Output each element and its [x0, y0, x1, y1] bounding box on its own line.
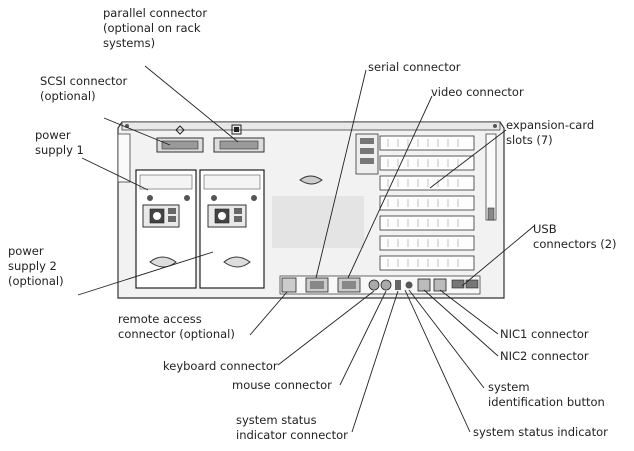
leader-power-supply-2: [77, 251, 214, 296]
io-panel: [279, 275, 481, 295]
expansion-card-slots-label: expansion-card slots (7): [506, 118, 595, 147]
system-identification-button-label: system identification button: [488, 380, 605, 409]
leader-system-status-indicator: [404, 289, 471, 433]
leader-parallel: [144, 65, 239, 143]
leader-remote-access: [249, 291, 288, 336]
leader-expansion-slots: [429, 129, 507, 189]
expansion-slot-cover: [379, 215, 475, 231]
leader-power-supply-1: [81, 157, 149, 191]
chassis-latch-shape: [299, 175, 323, 185]
system-status-indicator-connector-label: system status indicator connector: [236, 413, 348, 442]
expansion-slot-cover: [379, 135, 475, 151]
leader-system-id-button: [408, 289, 485, 389]
power-supply-1-label: power supply 1: [35, 128, 84, 157]
leader-nic1: [439, 289, 499, 335]
leader-keyboard: [277, 290, 375, 366]
remote-access-connector-label: remote access connector (optional): [118, 312, 235, 341]
video-connector-label: video connector: [431, 85, 524, 99]
leader-usb: [461, 225, 535, 287]
keyboard-connector-label: keyboard connector: [163, 359, 278, 373]
leader-video: [347, 95, 433, 279]
nic1-connector-label: NIC1 connector: [500, 327, 589, 341]
parallel-connector-shape: [213, 124, 265, 153]
leader-scsi: [103, 117, 171, 146]
power-supply-1-shape: [135, 169, 197, 289]
expansion-slot-cover: [379, 175, 475, 191]
system-status-indicator-label: system status indicator: [473, 425, 608, 439]
parallel-connector-label: parallel connector (optional on rack sys…: [103, 6, 208, 50]
expansion-slot-cover: [379, 255, 475, 271]
leader-mouse: [339, 290, 387, 386]
scsi-connector-shape: [156, 125, 204, 153]
expansion-slot-cover: [379, 155, 475, 171]
usb-connectors-label: USB connectors (2): [533, 222, 617, 251]
expansion-slot-cover: [379, 195, 475, 211]
mouse-connector-label: mouse connector: [232, 378, 332, 392]
shaded-panel-area: [272, 196, 364, 248]
power-supply-2-label: power supply 2 (optional): [8, 244, 64, 288]
nic2-connector-label: NIC2 connector: [500, 349, 589, 363]
power-supply-2-shape: [199, 169, 265, 289]
scsi-connector-label: SCSI connector (optional): [40, 74, 128, 103]
leader-system-status-indicator-connector: [351, 290, 399, 433]
leader-nic2: [423, 289, 499, 357]
expansion-card-slots-shape: [355, 133, 475, 271]
leader-serial: [315, 69, 367, 279]
serial-connector-label: serial connector: [368, 60, 461, 74]
expansion-slot-cover: [379, 235, 475, 251]
